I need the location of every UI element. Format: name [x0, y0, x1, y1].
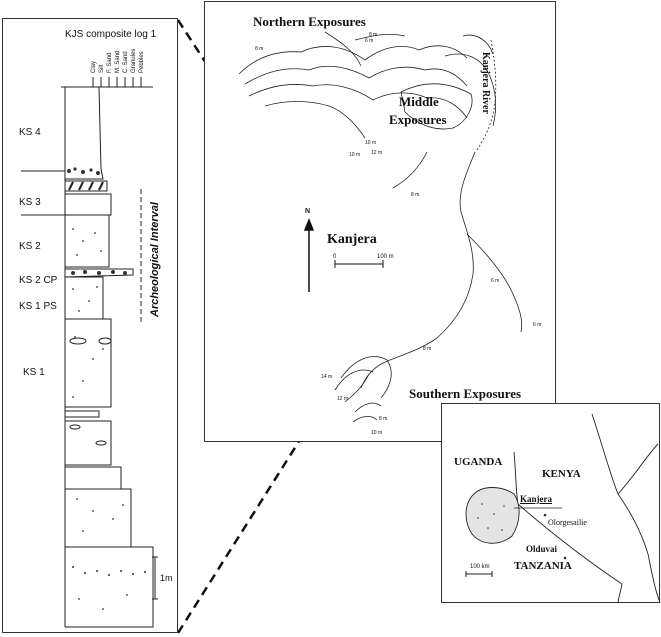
contour-label: 8 m [379, 416, 388, 422]
kanjera-site-label: Kanjera [327, 232, 377, 247]
composite-log-panel: KJS composite log 1 Clay Silt F. Sand M.… [2, 18, 178, 633]
contour-label: 10 m [371, 430, 383, 436]
unit-label-ks2: KS 2 [19, 241, 41, 252]
log-title: KJS composite log 1 [65, 29, 157, 40]
kanjera-site-map: Northern Exposures Middle Exposures Sout… [204, 1, 556, 442]
kanjera-inset-label: Kanjera [520, 494, 552, 504]
scale-end-label: 100 m [377, 254, 394, 260]
contour-label: 14 m [321, 374, 333, 380]
contour-label: 6 m [365, 38, 374, 44]
olorgesailie-label: Olorgesailie [548, 518, 587, 527]
contour-label: 8 m [411, 192, 420, 198]
tanzania-label: TANZANIA [514, 560, 572, 572]
contour-label: 6 m [491, 278, 500, 284]
middle-exposures-label-line1: Middle [399, 94, 439, 109]
kenya-label: KENYA [542, 468, 581, 480]
olduvai-label: Olduvai [526, 544, 558, 554]
southern-exposures-label: Southern Exposures [409, 386, 522, 401]
kanjera-river-label: Kanjera River [480, 52, 491, 114]
unit-label-ks1: KS 1 [23, 367, 45, 378]
unit-label-ks2-cp: KS 2 CP [19, 275, 58, 286]
scale-zero-label: 0 [333, 254, 337, 260]
scale-label-1m: 1m [160, 573, 173, 583]
middle-exposures-label-line2: Exposures [389, 112, 447, 127]
north-arrow-label: N [305, 208, 311, 215]
contour-label: 8 m [255, 46, 264, 52]
exposure-contours [238, 31, 523, 423]
lake-victoria-shape [465, 487, 520, 544]
contour-label: 8 m [369, 32, 378, 38]
contour-label: 12 m [337, 396, 349, 402]
inset-outlines [465, 413, 661, 604]
inset-scale-label: 100 km [470, 564, 490, 570]
contour-label: 10 m [349, 152, 361, 158]
contour-label: 6 m [533, 322, 542, 328]
uganda-label: UGANDA [454, 456, 503, 468]
lithology-column [21, 77, 158, 628]
east-africa-inset-map: UGANDA KENYA Kanjera Olorgesailie Olduva… [441, 403, 661, 604]
unit-label-ks1-ps: KS 1 PS [19, 301, 57, 312]
contour-label: 10 m [365, 140, 377, 146]
unit-label-ks4: KS 4 [19, 127, 41, 138]
contour-label: 12 m [371, 150, 383, 156]
archeological-interval-label: Archeological Interval [149, 202, 161, 317]
contour-label: 8 m [423, 346, 432, 352]
northern-exposures-label: Northern Exposures [253, 14, 366, 29]
unit-label-ks3: KS 3 [19, 197, 41, 208]
